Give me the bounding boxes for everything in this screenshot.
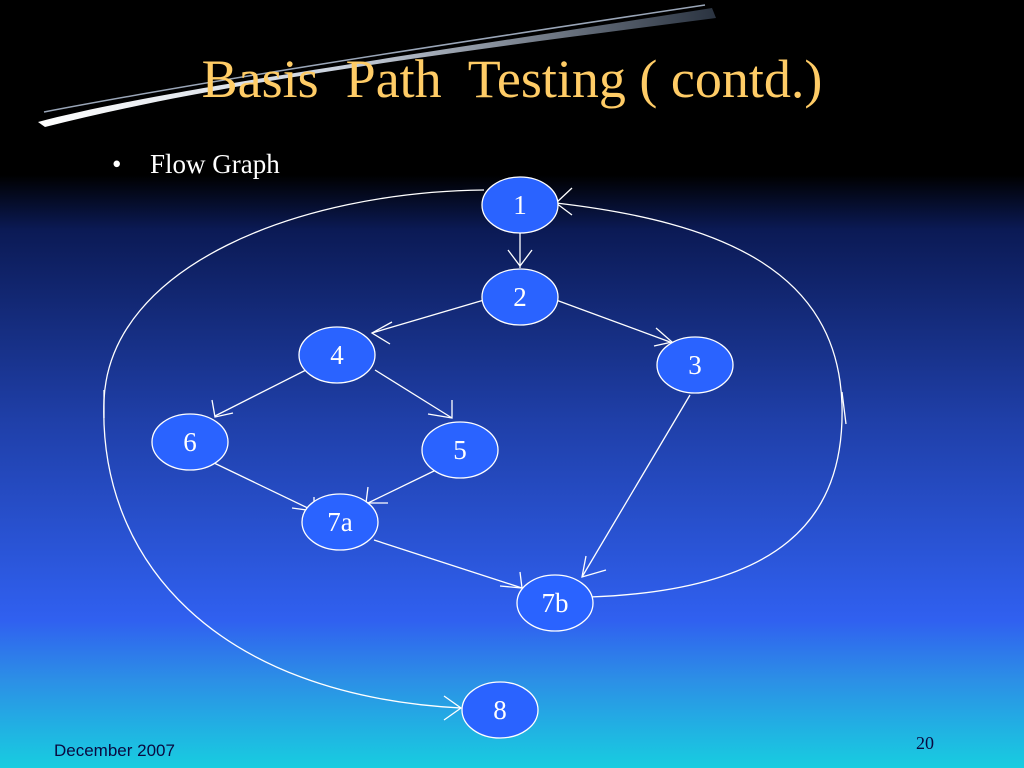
node-label: 1 [513, 190, 527, 220]
node-circle [481, 176, 559, 234]
bullet-text: Flow Graph [150, 149, 280, 179]
node-5: 5 [421, 421, 499, 479]
edge-2-4 [371, 299, 485, 334]
node-circle [151, 413, 229, 471]
edge-3-7b [581, 394, 691, 578]
node-circle [461, 681, 539, 739]
node-4: 4 [298, 326, 376, 384]
page-number: 20 [916, 733, 934, 753]
arrowhead-2 [507, 249, 533, 268]
node-circle [481, 268, 559, 326]
arrowhead-6 [211, 399, 234, 418]
arrowhead-4 [370, 321, 393, 345]
bullet-dot: • [112, 149, 122, 179]
node-label: 2 [513, 282, 527, 312]
node-layer: 1 2 3 4 5 6 7a 7b 8 [151, 176, 734, 739]
edge-4-6 [214, 369, 307, 417]
edge-2-3 [555, 299, 671, 343]
node-circle [516, 574, 594, 632]
node-label: 7a [327, 507, 353, 537]
node-circle [421, 421, 499, 479]
edge-7a-7b [373, 539, 523, 589]
arrowhead-8 [443, 695, 463, 721]
arrowhead-5 [427, 400, 453, 419]
edge-5-7a [367, 469, 437, 504]
slide-title: Basis Path Testing ( contd.) [201, 49, 823, 109]
bullet-item: • Flow Graph [112, 149, 280, 180]
node-label: 5 [453, 435, 467, 465]
footer-date: December 2007 [54, 741, 175, 760]
node-2: 2 [481, 268, 559, 326]
node-8: 8 [461, 681, 539, 739]
node-label: 3 [688, 350, 702, 380]
node-circle [298, 326, 376, 384]
node-6: 6 [151, 413, 229, 471]
title-swoosh-decoration [38, 4, 716, 127]
node-1: 1 [481, 176, 559, 234]
node-circle [656, 336, 734, 394]
node-label: 4 [330, 340, 344, 370]
node-label: 8 [493, 695, 507, 725]
arrowhead-1 [554, 187, 573, 216]
node-3: 3 [656, 336, 734, 394]
edge-6-7a [211, 461, 315, 512]
node-label: 6 [183, 427, 197, 457]
edge-4-5 [374, 369, 453, 419]
node-circle [301, 493, 379, 551]
node-label: 7b [542, 588, 569, 618]
arrowhead-7b-right [581, 555, 607, 578]
edge-7b-1 [555, 202, 843, 598]
loop-tick-right [841, 391, 847, 425]
arrowhead-7b-left [499, 571, 523, 589]
node-7a: 7a [301, 493, 379, 551]
node-7b: 7b [516, 574, 594, 632]
